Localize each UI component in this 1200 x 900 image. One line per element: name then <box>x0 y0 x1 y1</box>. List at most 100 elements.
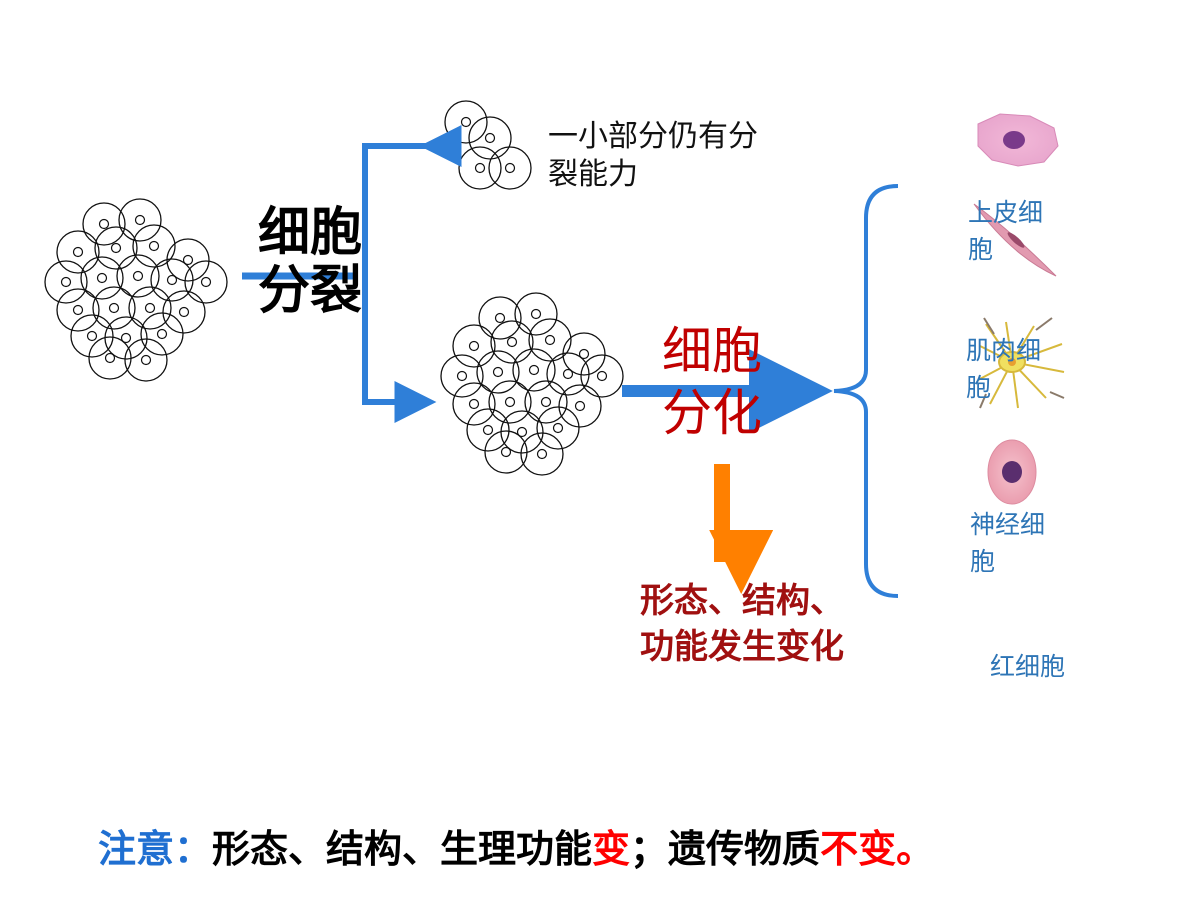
cell <box>466 408 510 452</box>
cell-nucleus <box>596 370 608 382</box>
cell-nucleus <box>562 368 574 380</box>
cell <box>162 290 206 334</box>
cell <box>444 100 488 144</box>
cell <box>514 292 558 336</box>
cell <box>546 352 590 396</box>
cell-nucleus <box>500 446 512 458</box>
neuron-cell-image <box>977 317 1065 409</box>
cell <box>124 338 168 382</box>
cell-nucleus <box>552 422 564 434</box>
cell <box>88 336 132 380</box>
cell-nucleus <box>456 370 468 382</box>
cell-nucleus <box>574 400 586 412</box>
muscle-cell-label: 肌肉细胞 <box>966 336 1042 402</box>
cell-nucleus <box>468 398 480 410</box>
cell-nucleus <box>148 240 160 252</box>
cell <box>440 354 484 398</box>
cell <box>512 348 556 392</box>
change-description-text: 形态、结构、功能发生变化 <box>640 581 844 667</box>
cell-nucleus <box>544 334 556 346</box>
cell <box>490 320 534 364</box>
cell-nucleus <box>200 276 212 288</box>
cell <box>80 256 124 300</box>
cell-nucleus <box>140 354 152 366</box>
cell <box>528 318 572 362</box>
cell-nucleus <box>96 272 108 284</box>
cell <box>94 226 138 270</box>
cell <box>56 230 100 274</box>
cell <box>452 324 496 368</box>
cell <box>92 286 136 330</box>
cell-nucleus <box>86 330 98 342</box>
cell-nucleus <box>166 274 178 286</box>
cell <box>520 432 564 476</box>
cell-nucleus <box>72 246 84 258</box>
cell <box>116 254 160 298</box>
cell <box>166 238 210 282</box>
dividing-cell-group <box>444 100 532 190</box>
cell-division-line-1: 细胞分裂 <box>258 203 363 321</box>
cell-nucleus <box>482 424 494 436</box>
divided-cell-cluster <box>440 292 624 476</box>
cell-nucleus <box>540 396 552 408</box>
cell <box>56 288 100 332</box>
cell <box>44 260 88 304</box>
cell <box>562 332 606 376</box>
cell-types-brace <box>833 184 899 598</box>
note-prefix: 注意： <box>98 826 213 871</box>
note-text-2: ；遗传物质 <box>630 826 821 871</box>
cell-nucleus <box>108 302 120 314</box>
cell-nucleus <box>484 132 496 144</box>
cell-nucleus <box>98 218 110 230</box>
cell <box>536 406 580 450</box>
cell <box>488 146 532 190</box>
cell-nucleus <box>504 396 516 408</box>
note-end: 。 <box>896 826 935 871</box>
note-text-1: 形态、结构、生理功能 <box>212 826 593 871</box>
cell-division-label: 细胞分裂 <box>258 204 368 320</box>
cell <box>558 384 602 428</box>
cell-nucleus <box>474 162 486 174</box>
cell-nucleus <box>494 312 506 324</box>
cell <box>468 116 512 160</box>
cell-nucleus <box>536 448 548 460</box>
cell-nucleus <box>460 116 472 128</box>
cell <box>70 314 114 358</box>
cell <box>478 296 522 340</box>
change-description-label: 形态、结构、功能发生变化 <box>640 578 872 670</box>
cell-nucleus <box>578 348 590 360</box>
cell-nucleus <box>144 302 156 314</box>
cell <box>82 202 126 246</box>
neuron-cell-label: 神经细胞 <box>970 510 1046 576</box>
cell-nucleus <box>134 214 146 226</box>
cell-nucleus <box>530 308 542 320</box>
red-blood-cell-label: 红细胞 <box>990 652 1066 681</box>
epithelial-cell-label: 上皮细胞 <box>968 198 1044 264</box>
original-cell-cluster <box>44 198 228 382</box>
cell <box>150 258 194 302</box>
note-change-word: 变 <box>592 826 631 871</box>
cell <box>132 224 176 268</box>
note-no-change: 不变 <box>820 826 897 871</box>
cell <box>184 260 228 304</box>
cell-nucleus <box>516 426 528 438</box>
partial-division-text: 一小部分仍有分裂能力 <box>548 119 758 192</box>
cell-differentiation-label: 细胞分化 <box>662 320 780 444</box>
cell <box>140 312 184 356</box>
cell <box>488 380 532 424</box>
cell <box>118 198 162 242</box>
cell <box>524 380 568 424</box>
cell-nucleus <box>72 304 84 316</box>
cell-nucleus <box>132 270 144 282</box>
cell <box>484 430 528 474</box>
muscle-cell-image <box>973 203 1057 277</box>
cell-nucleus <box>156 328 168 340</box>
split-bracket <box>362 125 462 423</box>
cell-nucleus <box>60 276 72 288</box>
cell-nucleus <box>104 352 116 364</box>
cell-nucleus <box>178 306 190 318</box>
cell-nucleus <box>110 242 122 254</box>
cell <box>580 354 624 398</box>
note-line: 注意：形态、结构、生理功能变；遗传物质不变。 <box>98 818 934 873</box>
